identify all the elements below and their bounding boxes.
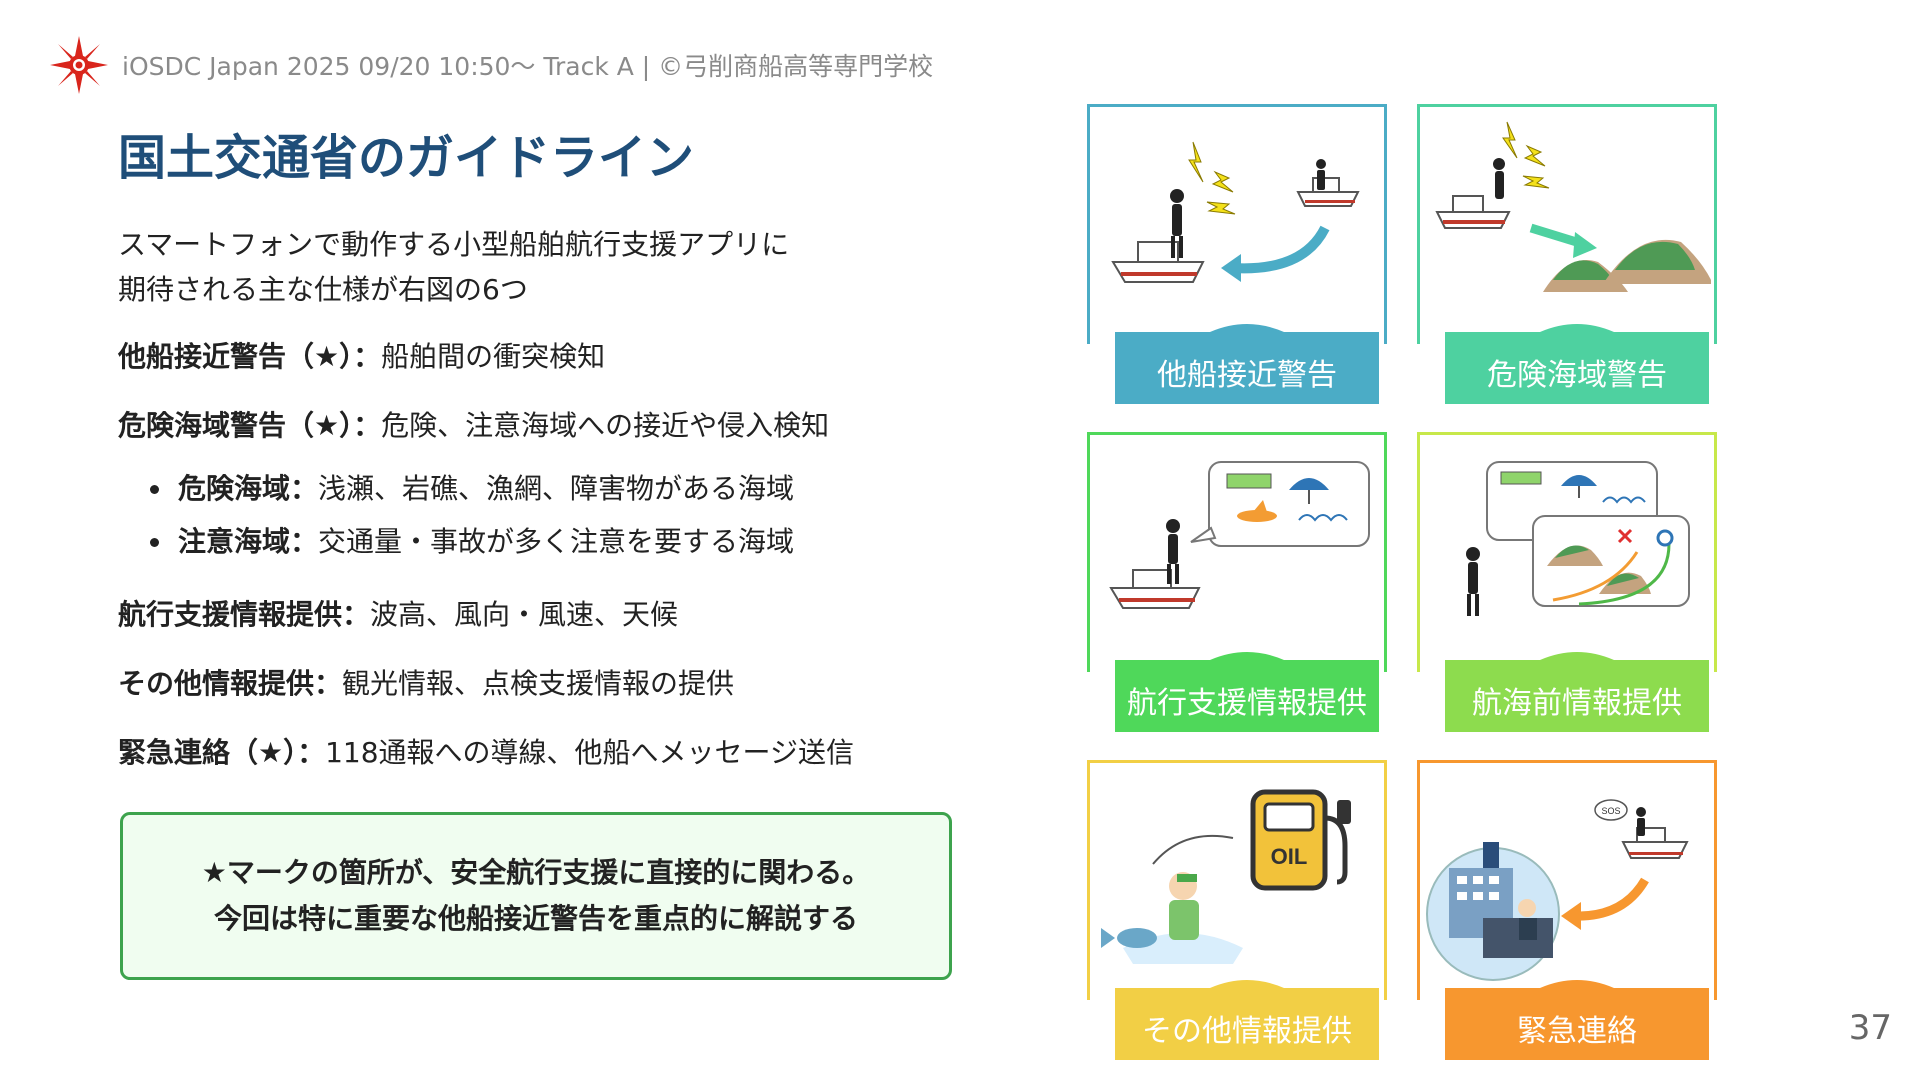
page-title: 国土交通省のガイドライン (118, 130, 695, 186)
note-line-1: ★マークの箇所が、安全航行支援に直接的に関わる。 (201, 856, 871, 889)
arrow-head-icon (1221, 254, 1241, 282)
oil-text: OIL (1271, 844, 1308, 869)
airplane-icon (1237, 500, 1277, 522)
other-info-illustration: OIL (1101, 789, 1351, 964)
person-with-phone-icon (1316, 159, 1326, 190)
spec-item-nav-info: 航行支援情報提供：波高、風向・風速、天候 (118, 592, 978, 637)
wave-icon (1602, 496, 1646, 504)
card-danger-area-warning: 危険海域警告 (1417, 104, 1717, 404)
intro-line-1: スマートフォンで動作する小型船舶航行支援アプリに (118, 228, 790, 261)
sos-text: SOS (1601, 806, 1620, 816)
spec-desc: 危険、注意海域への接近や侵入検知 (381, 409, 830, 442)
card-label: 緊急連絡 (1445, 978, 1709, 1060)
school-emblem-icon (50, 36, 108, 94)
boat-icon (1435, 195, 1511, 229)
call-arrow-icon (1572, 877, 1649, 921)
person-with-phone-icon (1636, 807, 1646, 836)
spec-desc: 観光情報、点検支援情報の提供 (342, 667, 735, 700)
route-curve-icon (1552, 551, 1639, 602)
person-with-phone-icon (1166, 519, 1180, 584)
circle-mark-icon (1656, 529, 1674, 547)
arrow-head-icon (1561, 902, 1581, 930)
card-pre-voyage-info: 航海前情報提供 (1417, 432, 1717, 732)
fish-icon (1101, 928, 1157, 948)
spec-desc: 船舶間の衝突検知 (381, 340, 606, 373)
route-curve-icon (1578, 543, 1671, 606)
page-number: 37 (1848, 1008, 1892, 1048)
person-with-phone-icon (1170, 189, 1184, 258)
windsock-icon (1226, 473, 1272, 489)
danger-area-illustration (1435, 121, 1711, 292)
person-with-phone-icon (1466, 547, 1480, 616)
card-label: 他船接近警告 (1115, 322, 1379, 404)
card-label: その他情報提供 (1115, 978, 1379, 1060)
card-emergency-contact: SOS 緊急連絡 (1417, 760, 1717, 1060)
windsock-icon (1500, 471, 1542, 485)
intro-line-2: 期待される主な仕様が右図の6つ (118, 273, 528, 306)
person-with-phone-icon (1493, 158, 1505, 199)
island-icon (1543, 239, 1711, 292)
card-navigation-info: 航行支援情報提供 (1087, 432, 1387, 732)
pre-voyage-info-illustration (1466, 461, 1690, 616)
intro-text: スマートフォンで動作する小型船舶航行支援アプリに 期待される主な仕様が右図の6つ (118, 222, 978, 312)
boat-icon (1296, 177, 1360, 207)
emergency-contact-illustration: SOS (1426, 799, 1689, 981)
card-label: 航海前情報提供 (1445, 650, 1709, 732)
spec-item-collision: 他船接近警告（★）：船舶間の衝突検知 (118, 334, 978, 379)
boat-icon (1109, 569, 1201, 609)
wave-icon (1298, 514, 1348, 522)
card-label: 危険海域警告 (1445, 322, 1709, 404)
spec-label: その他情報提供： (118, 667, 343, 700)
bullet-desc: 浅瀬、岩礁、漁網、障害物がある海域 (318, 472, 795, 505)
note-line-2: 今回は特に重要な他船接近警告を重点的に解説する (213, 902, 858, 935)
spec-label: 危険海域警告（★）： (118, 409, 382, 442)
weather-umbrella-icon (1561, 475, 1597, 498)
bullet-label: 危険海域： (178, 472, 319, 505)
alert-bolt-icon (1502, 121, 1550, 189)
highlight-note: ★マークの箇所が、安全航行支援に直接的に関わる。 今回は特に重要な他船接近警告を… (120, 812, 952, 980)
spec-desc: 118通報への導線、他船へメッセージ送信 (325, 736, 854, 769)
fuel-pump-icon: OIL (1250, 789, 1351, 891)
sos-bubble-icon: SOS (1594, 799, 1628, 821)
bullet-desc: 交通量・事故が多く注意を要する海域 (318, 525, 795, 558)
approach-arrow-icon (1232, 225, 1330, 274)
list-item: 注意海域：交通量・事故が多く注意を要する海域 (148, 515, 978, 568)
bullet-label: 注意海域： (178, 525, 319, 558)
spec-list: スマートフォンで動作する小型船舶航行支援アプリに 期待される主な仕様が右図の6つ… (118, 222, 978, 799)
spec-desc: 波高、風向・風速、天候 (370, 598, 679, 631)
slide-header: iOSDC Japan 2025 09/20 10:50〜 Track A | … (48, 30, 933, 100)
spec-item-emergency: 緊急連絡（★）：118通報への導線、他船へメッセージ送信 (118, 730, 978, 775)
boat-icon (1621, 827, 1689, 859)
weather-umbrella-icon (1289, 478, 1329, 504)
spec-label: 航行支援情報提供： (118, 598, 371, 631)
spec-item-danger-area: 危険海域警告（★）：危険、注意海域への接近や侵入検知 (118, 403, 978, 448)
navigation-info-illustration (1109, 461, 1370, 609)
boat-icon (1111, 241, 1205, 283)
cross-mark-icon (1617, 528, 1633, 544)
spec-label: 他船接近警告（★）： (118, 340, 382, 373)
spec-item-other-info: その他情報提供：観光情報、点検支援情報の提供 (118, 661, 978, 706)
coast-guard-office-icon (1426, 842, 1560, 981)
collision-warning-illustration (1111, 141, 1360, 283)
card-collision-warning: 他船接近警告 (1087, 104, 1387, 404)
danger-area-bullets: 危険海域：浅瀬、岩礁、漁網、障害物がある海域 注意海域：交通量・事故が多く注意を… (148, 462, 978, 568)
arrow-head-icon (1573, 232, 1597, 258)
card-other-info: OIL その他情報提供 (1087, 760, 1387, 1060)
card-label: 航行支援情報提供 (1115, 650, 1379, 732)
list-item: 危険海域：浅瀬、岩礁、漁網、障害物がある海域 (148, 462, 978, 515)
island-icon (1547, 545, 1651, 594)
alert-bolt-icon (1188, 141, 1236, 215)
header-text: iOSDC Japan 2025 09/20 10:50〜 Track A | … (122, 52, 934, 81)
spec-label: 緊急連絡（★）： (118, 736, 326, 769)
